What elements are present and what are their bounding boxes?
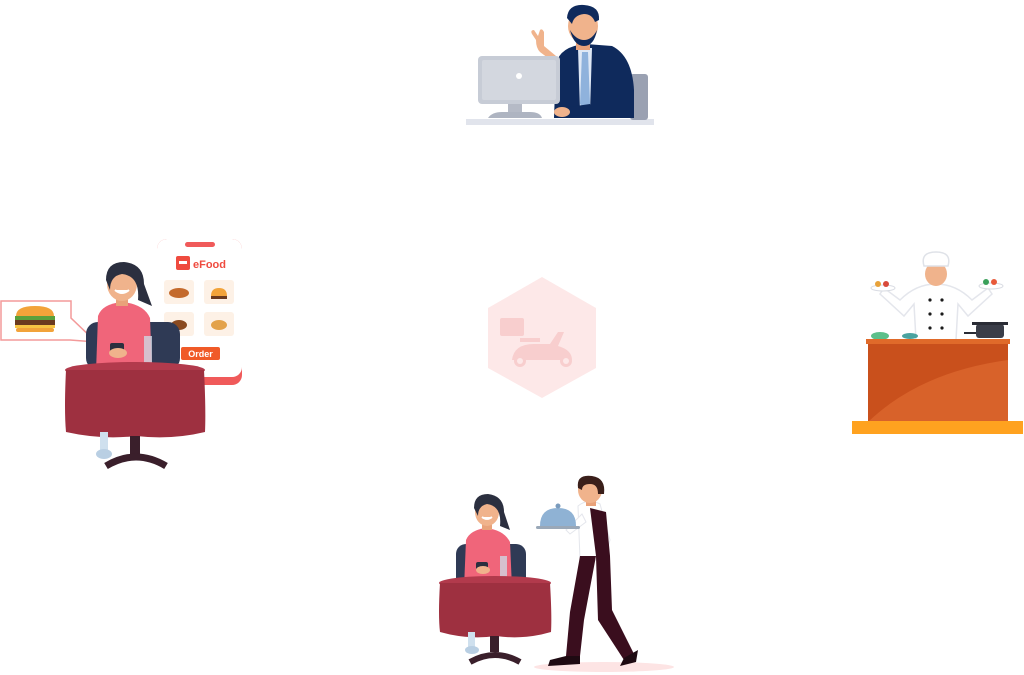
chef-at-counter <box>852 251 1023 434</box>
burger-icon <box>15 306 55 332</box>
bowl-icon <box>211 320 227 330</box>
speech-bubble <box>0 300 99 343</box>
chef-hat-icon <box>922 251 950 267</box>
center-logo <box>488 277 596 398</box>
order-button[interactable] <box>181 347 220 360</box>
manager-at-computer <box>466 4 654 125</box>
cooking-pot-icon <box>976 324 1004 338</box>
serving-cloche-icon <box>536 503 580 529</box>
plate-icon <box>978 282 1004 290</box>
scooter-delivery-logo-icon <box>500 318 572 367</box>
order-button-label: Order <box>188 349 213 359</box>
efood-logo-icon <box>176 256 190 270</box>
app-brand-name: eFood <box>193 259 226 271</box>
burger-icon <box>211 288 227 296</box>
bowl-icon <box>169 288 189 298</box>
plate-icon <box>870 284 896 292</box>
waiter-serving <box>439 475 674 672</box>
customer-ordering: eFood Order <box>0 239 242 470</box>
